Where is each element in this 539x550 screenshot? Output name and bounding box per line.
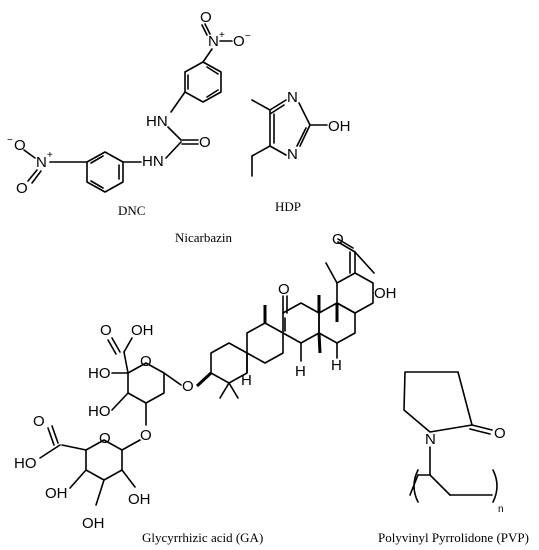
ga-link-o2: O <box>140 427 152 444</box>
dnc-structure: O N + O − HN O HN O − N + <box>7 9 251 218</box>
ga-atom-o-top: O <box>332 231 344 248</box>
pvp-atom-n: N <box>425 431 436 448</box>
ga-atom-h3: H <box>241 372 252 389</box>
ga-glu2-oh2: OH <box>82 515 105 532</box>
pvp-atom-o: O <box>494 425 506 442</box>
ga-glu1-ho2: HO <box>88 403 111 420</box>
dnc-atom-n-left: N <box>36 154 47 171</box>
dnc-atom-hn-upper: HN <box>146 113 168 130</box>
ga-glu1-o-acid: O <box>100 322 112 339</box>
ga-glu1-ho1: HO <box>88 365 111 382</box>
dnc-charge-minus-left: − <box>7 135 13 146</box>
dnc-atom-n-top: N <box>208 33 219 50</box>
dnc-charge-plus-top: + <box>219 30 225 41</box>
ga-structure: O OH H O H H O O O <box>14 231 397 545</box>
nicarbazin-caption: Nicarbazin <box>175 230 233 245</box>
ga-atom-h2: H <box>295 363 306 380</box>
ga-glu2-oh3: OH <box>128 491 151 508</box>
ga-atom-h1: H <box>331 357 342 374</box>
ga-glu2-ring-o: O <box>99 430 111 447</box>
hdp-caption: HDP <box>275 199 301 214</box>
dnc-atom-o-carbonyl: O <box>199 134 211 151</box>
dnc-atom-o-minus-top: O <box>233 33 245 50</box>
dnc-charge-plus-left: + <box>47 150 53 161</box>
dnc-charge-minus-top: − <box>245 31 251 42</box>
dnc-atom-o-left: O <box>16 180 28 197</box>
hdp-atom-n2: N <box>287 146 298 163</box>
pvp-caption: Polyvinyl Pyrrolidone (PVP) <box>378 530 529 545</box>
ga-glu2-ho-acid: HO <box>14 455 37 472</box>
dnc-caption: DNC <box>118 203 145 218</box>
pvp-structure: O N n Polyvinyl Pyrrolidone (PVP) <box>378 371 529 545</box>
ga-glu2-o-acid: O <box>33 413 45 430</box>
ga-atom-cooh-top: OH <box>374 285 397 302</box>
ga-atom-ketone: O <box>278 281 290 298</box>
ga-glu1-oh-acid: OH <box>131 322 154 339</box>
pvp-subscript-n: n <box>498 504 504 515</box>
hdp-structure: N OH N HDP <box>251 89 351 214</box>
dnc-atom-hn-lower: HN <box>142 153 164 170</box>
ga-link-o1: O <box>182 378 194 395</box>
dnc-atom-o-minus-left: O <box>14 137 26 154</box>
hdp-atom-n1: N <box>287 89 298 106</box>
dnc-atom-o-top: O <box>200 9 212 26</box>
hdp-atom-oh: OH <box>328 118 351 135</box>
ga-caption: Glycyrrhizic acid (GA) <box>142 530 263 545</box>
ga-glu1-ring-o: O <box>140 353 152 370</box>
ga-glu2-oh1: OH <box>45 485 68 502</box>
